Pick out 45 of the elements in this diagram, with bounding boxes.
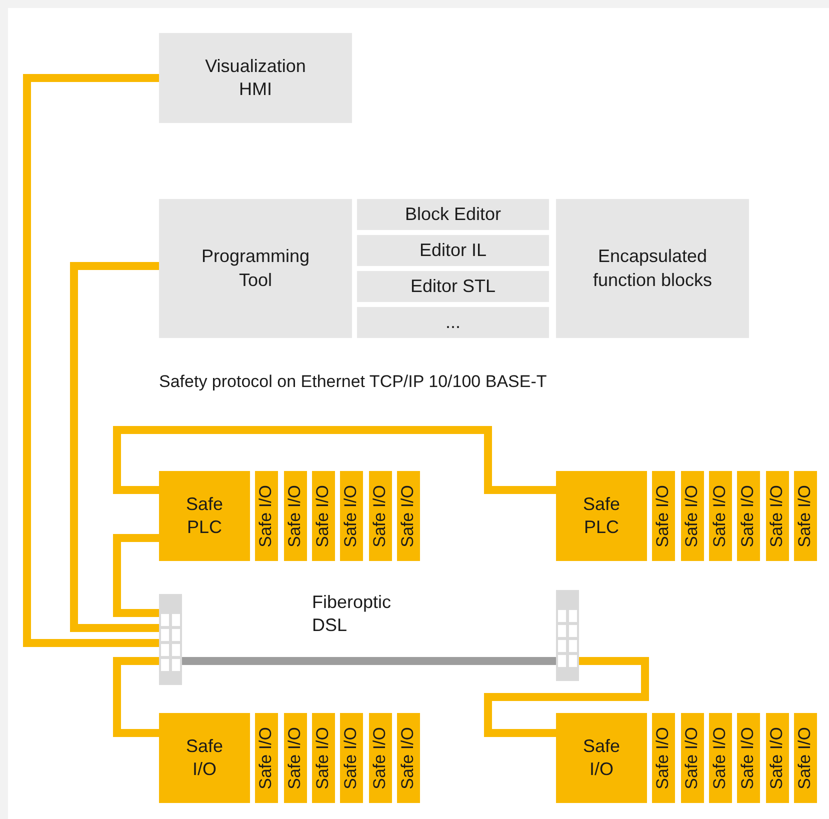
io-module: Safe I/O bbox=[255, 713, 278, 803]
software-box: ... bbox=[357, 307, 549, 338]
software-box: Editor IL bbox=[357, 235, 549, 266]
io-module: Safe I/O bbox=[709, 713, 732, 803]
controller-box: Safe PLC bbox=[159, 471, 250, 561]
software-box: Block Editor bbox=[357, 199, 549, 230]
software-box: Editor STL bbox=[357, 271, 549, 302]
cable-line bbox=[70, 262, 159, 632]
io-module: Safe I/O bbox=[340, 713, 363, 803]
io-module: Safe I/O bbox=[794, 471, 817, 561]
software-box: Encapsulated function blocks bbox=[556, 199, 749, 338]
io-module: Safe I/O bbox=[312, 471, 335, 561]
note-text: Safety protocol on Ethernet TCP/IP 10/100 BASE-T bbox=[159, 372, 547, 392]
cable-line bbox=[113, 426, 556, 494]
io-module: Safe I/O bbox=[255, 471, 278, 561]
cable-line bbox=[113, 534, 159, 617]
io-module: Safe I/O bbox=[766, 471, 789, 561]
io-module: Safe I/O bbox=[681, 471, 704, 561]
io-module: Safe I/O bbox=[340, 471, 363, 561]
controller-box: Safe PLC bbox=[556, 471, 647, 561]
network-switch bbox=[556, 590, 579, 681]
io-module: Safe I/O bbox=[397, 713, 420, 803]
io-module: Safe I/O bbox=[709, 471, 732, 561]
io-module: Safe I/O bbox=[737, 713, 760, 803]
cable-line bbox=[113, 657, 159, 737]
io-module: Safe I/O bbox=[652, 471, 675, 561]
network-switch bbox=[159, 594, 182, 685]
software-box: Programming Tool bbox=[159, 199, 352, 338]
io-module: Safe I/O bbox=[397, 471, 420, 561]
controller-box: Safe I/O bbox=[556, 713, 647, 803]
io-module: Safe I/O bbox=[794, 713, 817, 803]
io-module: Safe I/O bbox=[737, 471, 760, 561]
cable-line bbox=[182, 657, 556, 665]
software-box: Visualization HMI bbox=[159, 33, 352, 123]
io-module: Safe I/O bbox=[369, 471, 392, 561]
cable-line bbox=[484, 657, 649, 737]
io-module: Safe I/O bbox=[284, 471, 307, 561]
io-module: Safe I/O bbox=[284, 713, 307, 803]
io-module: Safe I/O bbox=[369, 713, 392, 803]
cable-line bbox=[23, 74, 159, 647]
controller-box: Safe I/O bbox=[159, 713, 250, 803]
io-module: Safe I/O bbox=[681, 713, 704, 803]
io-module: Safe I/O bbox=[766, 713, 789, 803]
io-module: Safe I/O bbox=[312, 713, 335, 803]
io-module: Safe I/O bbox=[652, 713, 675, 803]
